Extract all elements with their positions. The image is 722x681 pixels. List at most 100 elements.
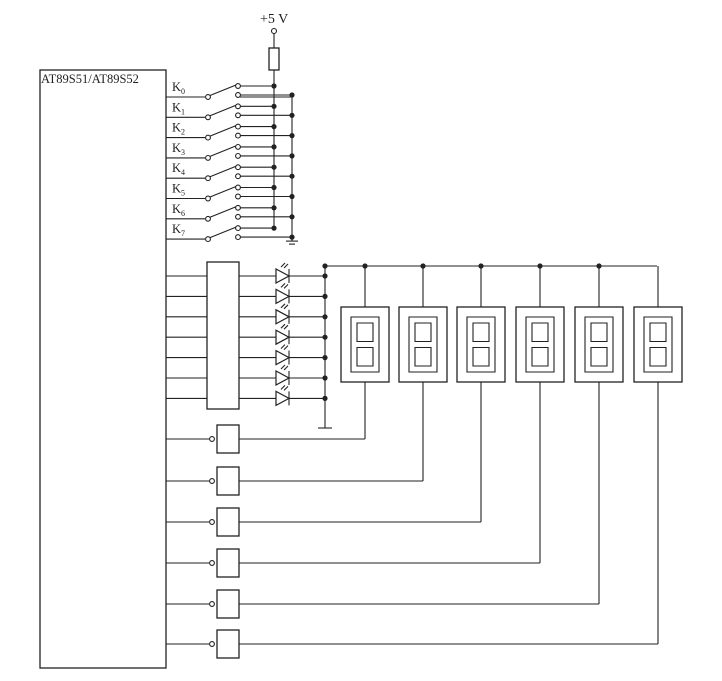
switch-key: K bbox=[172, 182, 181, 196]
led-d bbox=[275, 329, 291, 346]
display-5 bbox=[633, 266, 683, 644]
return-junction bbox=[289, 173, 295, 179]
digit-lower-window bbox=[414, 346, 432, 367]
switch-6: K6 bbox=[166, 202, 295, 222]
switch-subscript: 6 bbox=[181, 209, 185, 218]
led-light-arrow bbox=[280, 262, 286, 268]
vcc-junction bbox=[271, 124, 277, 130]
display-4 bbox=[574, 263, 624, 604]
power-label: +5 V bbox=[260, 12, 288, 27]
switch-pivot bbox=[205, 114, 211, 121]
led-light-arrow bbox=[280, 364, 286, 370]
switch-label: K2 bbox=[172, 121, 185, 137]
switch-contact-top bbox=[235, 184, 241, 191]
port1-digit-drivers bbox=[166, 424, 658, 659]
led-g bbox=[275, 267, 291, 285]
switch-contact-bottom bbox=[235, 213, 241, 220]
led-e bbox=[275, 308, 291, 325]
led-a bbox=[275, 390, 291, 407]
switch-contact-top bbox=[235, 164, 241, 171]
led-b bbox=[275, 369, 291, 387]
digit-upper-window bbox=[649, 322, 667, 343]
mcu-label: AT89S51/AT89S52 bbox=[41, 72, 139, 86]
switch-blade bbox=[209, 226, 237, 239]
inverter-gate bbox=[216, 589, 240, 619]
port2-driver bbox=[166, 261, 332, 429]
switch-key: K bbox=[172, 141, 181, 155]
inverter-gate bbox=[216, 424, 240, 454]
switch-contact-bottom bbox=[235, 152, 241, 159]
bus-junction bbox=[420, 263, 426, 269]
switch-contact-top bbox=[235, 225, 241, 232]
switch-blade bbox=[209, 104, 237, 117]
inverter-bubble bbox=[209, 478, 215, 484]
inverter-gate bbox=[216, 466, 240, 496]
return-junction bbox=[289, 92, 295, 98]
switch-key: K bbox=[172, 202, 181, 216]
led-light-arrow bbox=[280, 283, 286, 288]
vcc-junction bbox=[271, 83, 277, 89]
return-junction bbox=[289, 112, 295, 118]
display-2 bbox=[456, 263, 506, 522]
switch-label: K3 bbox=[172, 141, 185, 157]
switch-pivot bbox=[205, 236, 211, 243]
led-light-arrow bbox=[283, 345, 289, 350]
led-f bbox=[275, 288, 291, 305]
led-light-arrow bbox=[283, 304, 289, 310]
switch-label: K0 bbox=[172, 80, 185, 96]
digit-upper-window bbox=[356, 322, 374, 343]
led-light-arrow bbox=[283, 386, 289, 391]
led-light-arrow bbox=[283, 263, 289, 269]
inverter-bubble bbox=[209, 436, 215, 442]
switch-blade bbox=[209, 206, 237, 218]
switch-7: K7 bbox=[166, 222, 295, 243]
led-light-arrow bbox=[283, 365, 289, 371]
vcc-junction bbox=[271, 103, 277, 109]
switch-key: K bbox=[172, 100, 181, 114]
switch-5: K5 bbox=[166, 182, 295, 202]
switch-pivot bbox=[205, 154, 211, 161]
led-light-arrow bbox=[283, 324, 289, 330]
return-junction bbox=[289, 193, 295, 200]
switch-contact-bottom bbox=[235, 173, 241, 180]
switch-label: K7 bbox=[172, 222, 185, 238]
switch-contact-top bbox=[235, 204, 241, 211]
mcu-body bbox=[39, 69, 167, 669]
switch-contact-top bbox=[235, 123, 241, 130]
switch-pivot bbox=[205, 215, 211, 222]
switch-contact-bottom bbox=[235, 193, 241, 200]
digit-upper-window bbox=[472, 322, 490, 343]
switch-contact-bottom bbox=[235, 132, 241, 139]
switch-contact-bottom bbox=[235, 92, 241, 98]
switch-contact-bottom bbox=[235, 234, 241, 241]
inverter-gate bbox=[216, 629, 240, 659]
bus-junction bbox=[537, 263, 543, 269]
digit-upper-window bbox=[414, 322, 432, 343]
switch-blade bbox=[209, 145, 237, 157]
led-light-arrow bbox=[280, 385, 286, 390]
switch-subscript: 2 bbox=[181, 128, 185, 137]
switch-label: K4 bbox=[172, 161, 185, 177]
led-light-arrow bbox=[280, 303, 286, 309]
display-3 bbox=[515, 263, 565, 563]
led-c bbox=[275, 349, 291, 366]
driver-ic bbox=[206, 261, 240, 410]
power-terminal bbox=[270, 27, 278, 35]
switch-subscript: 4 bbox=[181, 168, 185, 177]
switch-subscript: 0 bbox=[181, 87, 185, 96]
led-light-arrow bbox=[280, 344, 286, 349]
bus-junction bbox=[596, 263, 602, 269]
led-light-arrow bbox=[283, 284, 289, 289]
pull-up-resistor bbox=[268, 47, 280, 71]
switch-subscript: 3 bbox=[181, 148, 185, 157]
digit-upper-window bbox=[590, 322, 608, 343]
switch-1: K1 bbox=[166, 100, 295, 121]
vcc-junction bbox=[271, 184, 277, 191]
switch-key: K bbox=[172, 222, 181, 236]
digit-lower-window bbox=[649, 346, 667, 367]
switch-contact-top bbox=[235, 103, 241, 110]
switch-0: K0 bbox=[166, 80, 295, 100]
vcc-junction bbox=[271, 144, 277, 150]
display-1 bbox=[398, 263, 448, 481]
